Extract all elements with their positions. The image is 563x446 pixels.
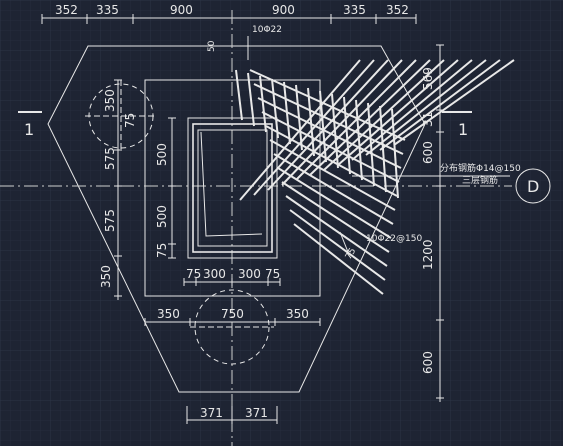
small-dim-75-label: 75: [344, 247, 358, 262]
rebar-bar-c: [283, 81, 291, 145]
rebar-bar-c: [307, 87, 315, 157]
bottom-inner-label: 350: [157, 307, 180, 321]
rebar-bar-a: [253, 59, 375, 196]
rebar-bar-c: [319, 90, 327, 163]
inner-rectangle[interactable]: [144, 79, 321, 297]
rebar-bar-b: [281, 181, 390, 253]
rebar-bar-a: [295, 59, 417, 181]
inner-horizontal-label: 300: [238, 267, 261, 281]
inner-vertical-labels: 500 500 75: [155, 143, 169, 258]
rebar-bar-b: [273, 153, 394, 225]
column-outline-outer[interactable]: [187, 117, 278, 259]
top-rebar-label: 10Φ22: [252, 25, 282, 35]
rebar-label-2: 10Φ22@150: [366, 234, 422, 244]
right-dim-label: 1200: [421, 239, 435, 270]
left-dim-label: 75: [123, 113, 137, 128]
rebar-bar-b: [293, 223, 384, 295]
top-dimension-labels: 352 335 900 900 335 352: [55, 3, 409, 17]
rebar-bar-a: [267, 59, 389, 191]
rebar-bar-b: [277, 167, 392, 239]
right-dimension-labels: 569 31 600 1200 600: [421, 67, 435, 374]
rebar-bar-c: [367, 102, 375, 187]
top-dim-label: 335: [96, 3, 119, 17]
rebar-bar-a: [365, 59, 487, 156]
rebar-bar-c: [271, 78, 279, 139]
left-dim-label: 350: [99, 265, 113, 288]
left-dim-label: 575: [103, 209, 117, 232]
bottom-label: 371: [200, 406, 223, 420]
inner-vertical-dimension-ticks: [168, 117, 176, 259]
rebar-bar-a: [379, 59, 501, 151]
rebar-bar-c: [259, 75, 267, 133]
rebar-bar-c: [391, 108, 399, 199]
inner-horizontal-label: 75: [186, 267, 201, 281]
rebar-bar-b: [265, 125, 398, 197]
axis-bubble[interactable]: [515, 168, 551, 204]
rebar-bar-b: [289, 209, 386, 281]
axis-label: D: [527, 177, 539, 196]
inner-vertical-label: 500: [155, 143, 169, 166]
rebar-grid[interactable]: [235, 59, 515, 295]
bottom-inner-label: 750: [221, 307, 244, 321]
rebar-note-2: 三层钢筋: [462, 174, 498, 186]
rebar-bar-b: [269, 139, 396, 211]
bottom-label: 371: [245, 406, 268, 420]
top-dim-label: 900: [170, 3, 193, 17]
rebar-bar-c: [355, 99, 363, 181]
rebar-bar-c: [295, 84, 303, 151]
top-dim-label: 900: [272, 3, 295, 17]
rebar-bar-c: [343, 96, 351, 175]
inner-horizontal-dimension-ticks: [183, 278, 281, 286]
rebar-bar-c: [247, 72, 255, 127]
right-dim-label: 600: [421, 351, 435, 374]
top-dim-label: 352: [55, 3, 78, 17]
rebar-bar-a: [281, 59, 403, 186]
inner-horizontal-labels: 75 300 300 75: [186, 267, 280, 281]
rebar-bar-c: [235, 69, 243, 121]
rebar-bar-c: [331, 93, 339, 169]
rebar-note-1: 分布钢筋Φ14@150: [440, 162, 521, 174]
section-label-left: 1: [24, 120, 34, 139]
rebar-bar-b: [261, 111, 400, 183]
column-outline-core[interactable]: [197, 129, 268, 247]
pile-bottom[interactable]: [194, 289, 270, 365]
pile-cap-outline[interactable]: [47, 45, 426, 393]
bottom-dimension-ticks: [186, 406, 278, 424]
rebar-bar-b: [253, 83, 404, 155]
rebar-bar-a: [351, 59, 473, 161]
rebar-bar-b: [249, 69, 406, 141]
bottom-inner-label: 350: [286, 307, 309, 321]
drawing-geometry[interactable]: [0, 10, 551, 446]
bottom-labels: 371 371: [200, 406, 268, 420]
inner-horizontal-label: 300: [203, 267, 226, 281]
inner-vertical-label: 500: [155, 205, 169, 228]
rebar-bar-c: [379, 105, 387, 193]
rebar-bar-b: [285, 195, 388, 267]
right-dim-label: 569: [421, 67, 435, 90]
left-dim-label: 350: [103, 89, 117, 112]
bottom-inner-dimension-ticks: [144, 318, 321, 326]
left-dimension-ticks: [114, 79, 122, 297]
right-dim-label: 31: [421, 112, 435, 127]
rebar-bar-b: [257, 97, 402, 169]
left-dim-label: 575: [103, 147, 117, 170]
column-cut-line: [200, 131, 263, 237]
right-dim-label: 600: [421, 141, 435, 164]
inner-horizontal-label: 75: [265, 267, 280, 281]
top-dim-label: 352: [386, 3, 409, 17]
column-outline-inner[interactable]: [192, 123, 273, 253]
section-label-right: 1: [458, 120, 468, 139]
small-dim-50-label: 50: [207, 40, 217, 52]
inner-vertical-label: 75: [155, 243, 169, 258]
left-dimension-labels: 350 75 575 575 350: [99, 89, 137, 288]
rebar-bar-a: [323, 59, 445, 171]
bottom-inner-labels: 350 750 350: [157, 307, 309, 321]
rebar-bar-a: [393, 59, 515, 146]
top-dim-label: 335: [343, 3, 366, 17]
